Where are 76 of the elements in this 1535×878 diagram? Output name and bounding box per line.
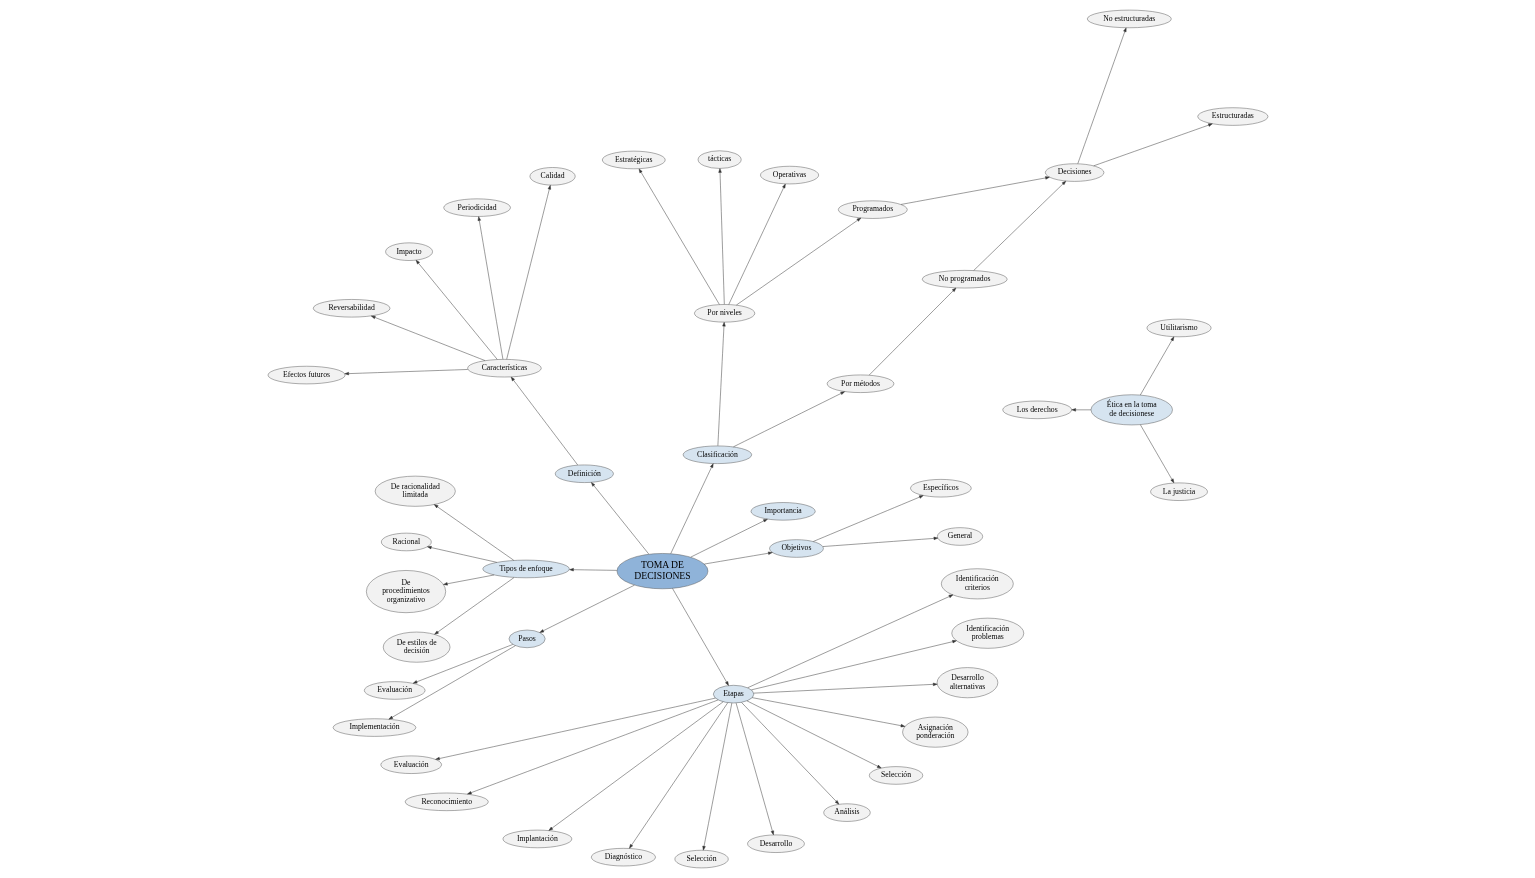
arrow [442,574,494,586]
arrow [735,217,861,306]
node-ellipse: Definición [554,464,614,483]
arrow [1139,336,1174,396]
arrow [717,168,725,305]
arrow [344,369,468,376]
arrow [466,699,718,795]
arrow [388,645,516,720]
node-ellipse: Calidad [529,167,575,186]
node-ellipse: Desarrollo [746,834,805,853]
node-ellipse: Clasificación [682,445,752,464]
node-ellipse: Desarrollo alternativas [936,667,998,698]
arrow [505,185,551,360]
arrow [732,391,845,448]
arrow [728,183,786,305]
node-ellipse: Selección [674,850,729,869]
node-ellipse: Operativas [759,166,819,185]
arrow [747,594,953,688]
arrow [539,584,635,633]
node-ellipse: Diagnóstico [590,848,656,867]
arrow [628,702,728,849]
arrow [433,577,514,635]
node-ellipse: Utilitarismo [1146,318,1211,338]
arrow [717,322,726,446]
arrow [434,697,716,761]
arrow [1077,27,1126,164]
arrow [690,518,768,558]
arrow [426,546,497,563]
arrow [415,260,497,360]
arrow [746,700,881,769]
arrow [671,588,729,686]
arrow [751,697,905,728]
arrow [701,702,732,851]
arrow [433,504,514,561]
arrow [822,536,938,547]
arrow [812,495,923,542]
arrow [1139,424,1174,484]
node-ellipse: La justicia [1149,482,1208,501]
node-ellipse: tácticas [697,150,741,169]
arrow [900,176,1050,205]
arrow [1071,408,1091,412]
node-ellipse: Implementación [332,718,416,737]
node-ellipse: Periodicidad [442,198,511,217]
node-ellipse: Características [466,359,542,378]
arrow [868,287,956,376]
node-ellipse: No estructuradas [1086,9,1172,28]
arrow [477,216,503,360]
node-ellipse: Impacto [384,242,433,261]
node-ellipse: Los derechos [1002,400,1072,419]
node-ellipse: Ética en la toma de decisionese [1090,394,1173,426]
arrow [750,640,957,691]
arrow [412,644,513,684]
arrow [740,702,839,805]
node-ellipse: TOMA DE DECISIONES [616,553,708,589]
node-ellipse: Tipos de enfoque [482,559,570,578]
node-ellipse: Efectos futuros [267,366,345,385]
arrow [370,315,485,361]
node-ellipse: Estratégicas [601,150,665,170]
node-ellipse: Programados [837,200,907,219]
node-ellipse: Análisis [822,803,870,822]
arrow [510,376,578,466]
arrow [638,168,720,305]
node-ellipse: Por niveles [693,304,755,323]
node-ellipse: General [936,527,983,546]
arrow [735,702,774,836]
node-ellipse: Etapas [712,685,754,704]
arrow [548,701,723,831]
arrow [703,551,772,565]
arrow [590,482,649,555]
arrow [972,180,1066,271]
node-ellipse: Implantación [502,829,572,848]
arrow [753,682,937,694]
arrow [1092,123,1213,167]
arrow [670,463,713,554]
node-ellipse: No programados [921,270,1007,289]
arrow [568,568,617,572]
